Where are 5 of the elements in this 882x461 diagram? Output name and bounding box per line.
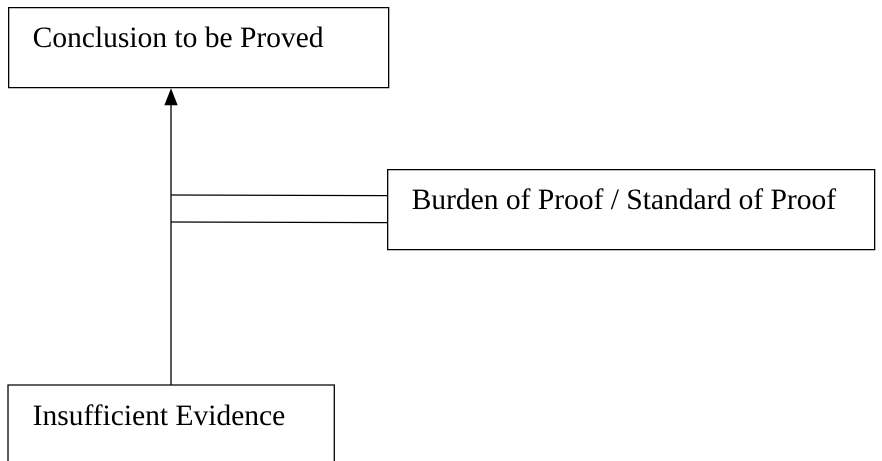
connector-line [171,194,387,196]
process-box: Burden of Proof / Standard of Proof [387,169,876,250]
process-box: Insufficient Evidence [7,384,335,461]
connector-line [171,221,387,224]
process-box: Conclusion to be Proved [8,7,390,88]
